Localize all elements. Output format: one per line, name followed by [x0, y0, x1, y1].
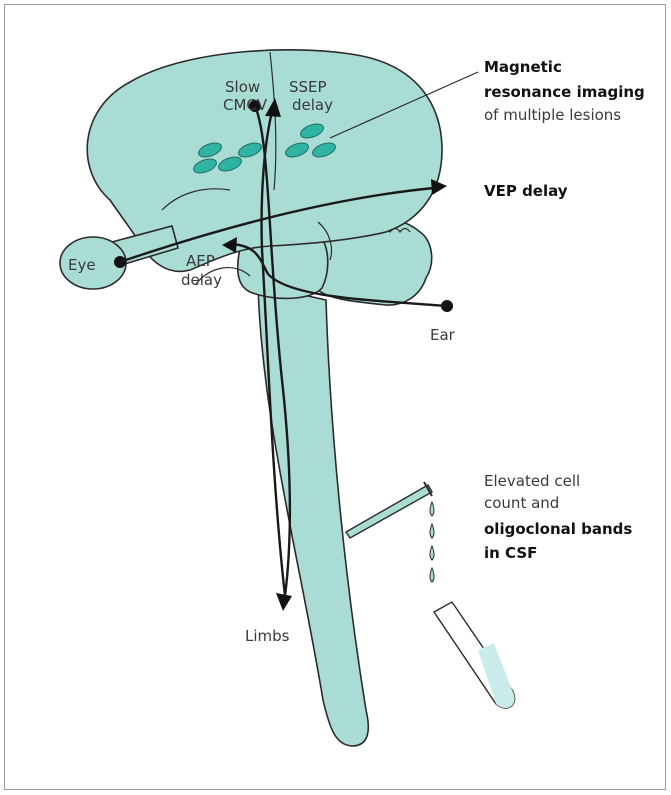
csf-label-3: oligoclonal bands: [484, 520, 632, 538]
csf-drop: [430, 568, 434, 582]
ear-label: Ear: [430, 326, 456, 344]
mri-label-2: resonance imaging: [484, 83, 645, 101]
aep-label-1: AEP: [186, 252, 215, 270]
ssep-label-1: SSEP: [289, 78, 327, 96]
mri-label-3: of multiple lesions: [484, 106, 621, 124]
csf-drop: [430, 524, 434, 538]
eye-label: Eye: [68, 256, 96, 274]
csf-drop: [430, 502, 434, 516]
vep-label: VEP delay: [484, 182, 568, 200]
csf-label-1: Elevated cell: [484, 472, 580, 490]
spinal-cord: [258, 285, 368, 746]
aep-label-2: delay: [181, 271, 222, 289]
slow-cmcv-label-1: Slow: [225, 78, 260, 96]
slow-cmcv-label-2: CMCV: [223, 96, 268, 114]
vep-arrowhead: [431, 179, 447, 195]
ssep-label-2: delay: [292, 96, 333, 114]
csf-drop: [430, 546, 434, 560]
mri-label-1: Magnetic: [484, 58, 562, 76]
lp-needle: [346, 485, 432, 538]
csf-label-4: in CSF: [484, 544, 537, 562]
csf-label-2: count and: [484, 494, 559, 512]
limbs-label: Limbs: [245, 627, 290, 645]
